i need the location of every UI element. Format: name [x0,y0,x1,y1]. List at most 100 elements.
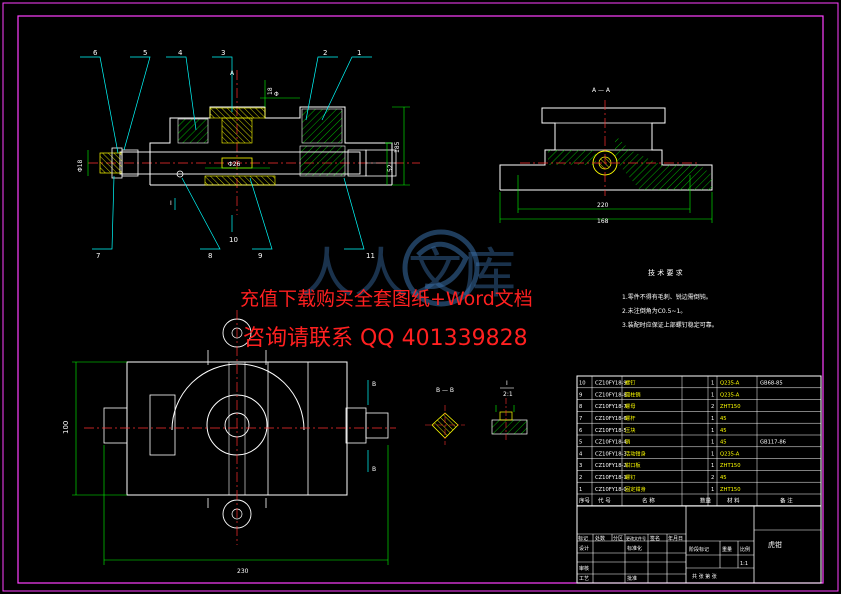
title-stage: 阶段标记 [689,546,709,553]
section-label-b-b: B — B [436,387,454,394]
bom-cell: 45 [720,428,727,434]
side-section-view [499,100,713,223]
tech-requirement-item: 2.未注倒角为C0.5~1。 [622,307,686,315]
detail-scale: 2:1 [503,391,513,398]
bom-cell: 固定钳身 [625,485,646,493]
title-label: 分区 [613,535,623,542]
bom-cell: 45 [720,440,727,446]
bom-cell: Q235-A [720,392,740,398]
title-role: 审核 [579,565,589,572]
part-number-bottom: 8 [208,252,212,260]
watermark-line-1: 充值下载购买全套图纸+Word文档 [240,288,533,310]
dim-phi: Φ [274,91,279,98]
bom-header-cell: 数量 [700,497,712,505]
drawing-frame [17,15,824,584]
bom-header-cell: 材 料 [727,497,740,505]
bom-cell: 活动钳身 [625,449,646,457]
title-label: 签名 [650,535,660,542]
dim-phi-left: Φ18 [77,159,84,172]
bom-cell: 2 [711,404,714,410]
bom-cell: CZ10FY18-9 [595,381,627,387]
watermark-logo-text: 人人文库 [300,242,516,305]
detail-view [491,398,528,440]
title-role: 设计 [579,545,589,552]
bom-cell: 1 [579,487,582,493]
title-scale: 1:1 [740,561,748,567]
bom-cell: 6 [579,428,582,434]
bom-header-cell: 代 号 [598,497,611,505]
bom-cell: ZHT150 [720,487,741,493]
title-label: 更改文件号 [626,535,646,541]
section-arrow-b-top: B [372,381,376,388]
drawing-name: 虎钳 [768,540,782,549]
detail-label: I [506,380,508,387]
bom-cell: CZ10FY18-5 [595,428,627,434]
section-arrow-b-bottom: B [372,466,376,473]
title-scale-label: 比例 [740,546,750,553]
bom-cell: 10 [579,381,586,387]
part-number-top: 1 [357,49,361,57]
watermark-logo [402,229,480,307]
bom-cell: 螺母 [625,402,635,410]
section-b-b [425,405,465,445]
bom-cell: GB117-86 [760,440,786,446]
title-block [576,505,822,584]
watermark-line-2: 咨询请联系 QQ 401339828 [243,326,528,351]
bom-cell: 4 [579,451,583,457]
bom-cell: 螺杆 [625,414,635,422]
bom-cell: 圆柱销 [625,390,641,398]
bom-cell: 螺钉 [625,379,635,387]
bom-cell: Q235-A [720,381,740,387]
part-number-top: 4 [178,49,183,57]
bom-cell: 2 [711,475,714,481]
bom-cell: 3 [579,463,582,469]
bom-cell: 1 [711,487,714,493]
bom-cell: ZHT150 [720,404,741,410]
bom-cell: 5 [579,440,582,446]
bom-cell: 1 [711,381,714,387]
part-number-top: 5 [143,49,147,57]
bom-cell: CZ10FY18-0 [595,487,627,493]
bom-cell: CZ10FY18-4 [595,440,627,446]
dim-18: 18 [267,87,274,95]
bom-cell: 压块 [625,426,636,434]
dim-bore: Φ26 [228,161,241,168]
bom-cell: 销 [625,438,630,446]
bom-cell: 1 [711,463,714,469]
section-arrow-detail: I [170,200,172,207]
bom-cell: CZ10FY18-7 [595,404,627,410]
bom-cell: CZ10FY18-3 [595,451,627,457]
bom-header-cell: 序号 [579,497,591,505]
bom-cell: 1 [711,451,714,457]
dim-height-right: 185 [394,141,401,153]
part-number-bottom: 11 [366,252,375,260]
plan-view [72,310,396,565]
bom-cell: 1 [711,440,714,446]
bom-cell: 螺钉 [625,473,635,481]
dim-side-width-2: 168 [597,218,609,225]
section-arrow-a: A [230,70,235,77]
bom-cell: CZ10FY18-6 [595,416,627,422]
bom-cell: 7 [579,416,582,422]
bom-cell: Q235-A [720,451,740,457]
bom-cell: GB68-85 [760,381,783,387]
tech-requirement-item: 3.装配时应保证上部螺钉稳定可靠。 [622,321,718,329]
bom-cell: 1 [711,392,714,398]
bom-cell: 钳口板 [625,461,641,469]
tech-requirement-item: 1.零件不得有毛刺、锐边需倒钝。 [622,293,712,301]
dim-plan-height: 100 [62,421,70,434]
bom-cell: ZHT150 [720,463,741,469]
title-role: 工艺 [579,576,589,582]
bom-cell: CZ10FY18-8 [595,392,627,398]
bom-cell: CZ10FY18-2 [595,463,627,469]
section-label-a-a: A — A [592,87,611,94]
part-number-bottom: 9 [258,252,262,260]
bom-cell: 45 [720,416,727,422]
part-number-top: 3 [221,49,225,57]
title-label: 标记 [578,535,588,542]
dim-height-mid: 52 [387,164,394,172]
dim-side-width-1: 220 [597,202,609,209]
part-number-top: 6 [93,49,98,57]
